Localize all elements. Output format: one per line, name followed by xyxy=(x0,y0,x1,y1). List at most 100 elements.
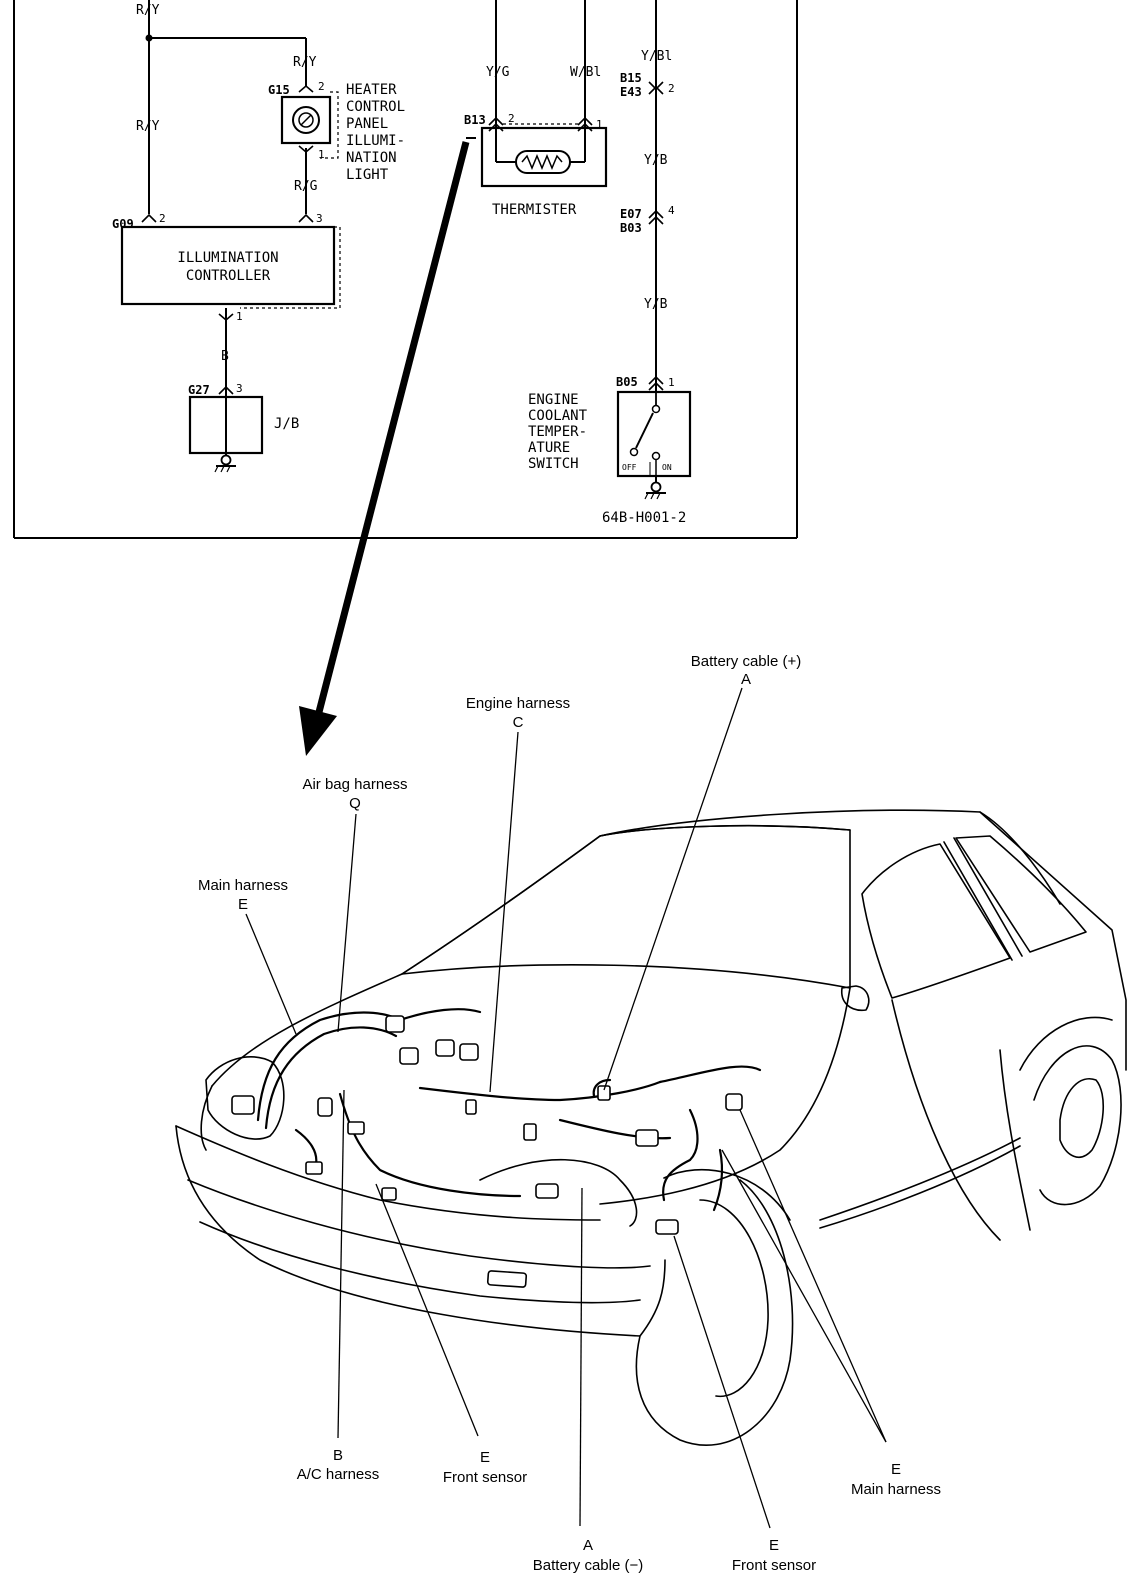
heater-label-line-1: HEATER xyxy=(346,82,397,98)
heater-light-label: HEATER CONTROL PANEL ILLUMI- NATION LIGH… xyxy=(346,82,405,183)
splice-junction xyxy=(145,34,153,42)
leader-main-harness-right-a xyxy=(739,1109,887,1443)
wire-label-yg: Y/G xyxy=(486,65,510,80)
switch-on-label: ON xyxy=(662,463,672,472)
callout-front-sensor-2-letter: E xyxy=(769,1537,779,1554)
pin-g09-2: 2 xyxy=(159,212,166,225)
main-harness-bundle-left xyxy=(256,1011,402,1122)
front-wheel xyxy=(635,1179,794,1446)
callout-front-sensor-2-name: Front sensor xyxy=(732,1557,816,1574)
callout-main-left-name: Main harness xyxy=(198,877,288,894)
harness-callouts: Battery cable (+) A Engine harness C Air… xyxy=(198,653,941,1574)
ic-label-line-2: CONTROLLER xyxy=(186,268,271,284)
callout-main-right-name: Main harness xyxy=(851,1481,941,1498)
callout-main-right-letter: E xyxy=(891,1461,901,1478)
connector-ticks-left xyxy=(141,84,314,395)
leader-engine-harness xyxy=(489,731,519,1093)
pin-g15-1: 1 xyxy=(318,148,325,161)
connector-battery-pos xyxy=(597,1085,611,1101)
heater-label-line-3: PANEL xyxy=(346,116,388,132)
pin-e07-4: 4 xyxy=(668,204,675,217)
connector-1 xyxy=(385,1015,405,1033)
callout-leader-lines xyxy=(245,687,887,1529)
heater-label-line-4: ILLUMI- xyxy=(346,133,405,149)
illumination-controller-label: ILLUMINATION CONTROLLER xyxy=(177,250,278,284)
side-skirt xyxy=(819,1137,1021,1221)
leader-airbag-harness xyxy=(337,813,357,1033)
harness-bundles xyxy=(256,1008,762,1212)
hood-front-edge xyxy=(211,973,403,1087)
pin-b15-2: 2 xyxy=(668,82,675,95)
wire-label-ry-branch: R/Y xyxy=(293,55,317,70)
rear-roof xyxy=(979,811,1127,1071)
pin-b13-2: 2 xyxy=(508,112,515,125)
ac-harness-bundle xyxy=(338,1092,522,1198)
wire-label-ybl: Y/Bl xyxy=(641,49,672,64)
wire-label-yb-1: Y/B xyxy=(644,153,668,168)
ic-label-line-1: ILLUMINATION xyxy=(177,250,278,266)
leader-front-sensor-2 xyxy=(673,1235,771,1529)
thermister-wiring xyxy=(495,0,586,163)
connector-labels: G15 G09 G27 B13 B15 E43 E07 B03 B05 xyxy=(112,71,642,397)
wire-label-ry-top: R/Y xyxy=(136,3,160,18)
front-side-window xyxy=(861,843,1011,999)
rear-side-window xyxy=(955,835,1087,953)
connector-4 xyxy=(459,1043,479,1061)
connector-b05: B05 xyxy=(616,375,638,389)
thermister-element xyxy=(480,123,608,188)
ect-label-line-1: ENGINE xyxy=(528,392,579,408)
connector-front-sensor xyxy=(655,1219,679,1235)
connector-9 xyxy=(535,1183,559,1199)
pin-g15-2: 2 xyxy=(318,80,325,93)
thermister-label: THERMISTER xyxy=(492,202,577,218)
connector-3 xyxy=(435,1039,455,1057)
leader-main-harness-right-b xyxy=(721,1149,887,1443)
switch-off-label: OFF xyxy=(622,463,637,472)
callout-ac-name: A/C harness xyxy=(297,1466,380,1483)
ect-label-line-3: TEMPER- xyxy=(528,424,587,440)
connector-5 xyxy=(317,1097,333,1117)
heater-label-line-6: LIGHT xyxy=(346,167,389,183)
callout-front-sensor-1-letter: E xyxy=(480,1449,490,1466)
windshield xyxy=(401,824,851,989)
front-bumper xyxy=(175,1125,666,1337)
headlight xyxy=(205,1056,285,1140)
license-plate-area xyxy=(486,1270,528,1288)
connector-11 xyxy=(725,1093,743,1111)
connector-10 xyxy=(635,1129,659,1147)
pin-ic-1: 1 xyxy=(236,310,243,323)
jb-label: J/B xyxy=(274,416,299,432)
pin-b13-1: 1 xyxy=(596,118,603,131)
callout-engine-letter: C xyxy=(513,714,524,731)
ect-switch-label: ENGINE COOLANT TEMPER- ATURE SWITCH xyxy=(528,392,588,472)
pin-b05-1: 1 xyxy=(668,376,675,389)
connector-e07: E07 xyxy=(620,207,642,221)
connector-7 xyxy=(465,1099,477,1115)
figure-code: 64B-H001-2 xyxy=(602,510,686,526)
vehicle-illustration xyxy=(175,809,1127,1446)
leader-ac-harness xyxy=(337,1089,345,1439)
side-mirror xyxy=(841,985,870,1012)
wire-label-yb-2: Y/B xyxy=(644,297,668,312)
heater-illumination-bulb xyxy=(280,91,339,159)
connector-6 xyxy=(347,1121,365,1135)
connector-2 xyxy=(399,1047,419,1065)
wire-label-ry-left: R/Y xyxy=(136,119,160,134)
ect-label-line-2: COOLANT xyxy=(528,408,588,424)
front-wheel-arch xyxy=(663,1168,791,1221)
wire-label-b: B xyxy=(221,349,229,364)
callout-engine-name: Engine harness xyxy=(466,695,570,712)
leader-front-sensor-1 xyxy=(375,1183,479,1437)
junction-block xyxy=(188,395,264,473)
pin-numbers: 2 1 2 3 1 3 2 1 2 4 1 xyxy=(159,80,675,395)
connector-e43: E43 xyxy=(620,85,642,99)
connector-headlight xyxy=(231,1095,255,1115)
leader-battery-pos xyxy=(603,687,743,1091)
wire-label-wbl: W/Bl xyxy=(570,65,601,80)
callout-battery-pos-letter: A xyxy=(741,671,751,688)
callout-battery-neg-letter: A xyxy=(583,1537,593,1554)
connector-g27: G27 xyxy=(188,383,210,397)
main-harness-bundle-right xyxy=(662,1108,699,1202)
connector-ticks-ect xyxy=(648,81,664,391)
